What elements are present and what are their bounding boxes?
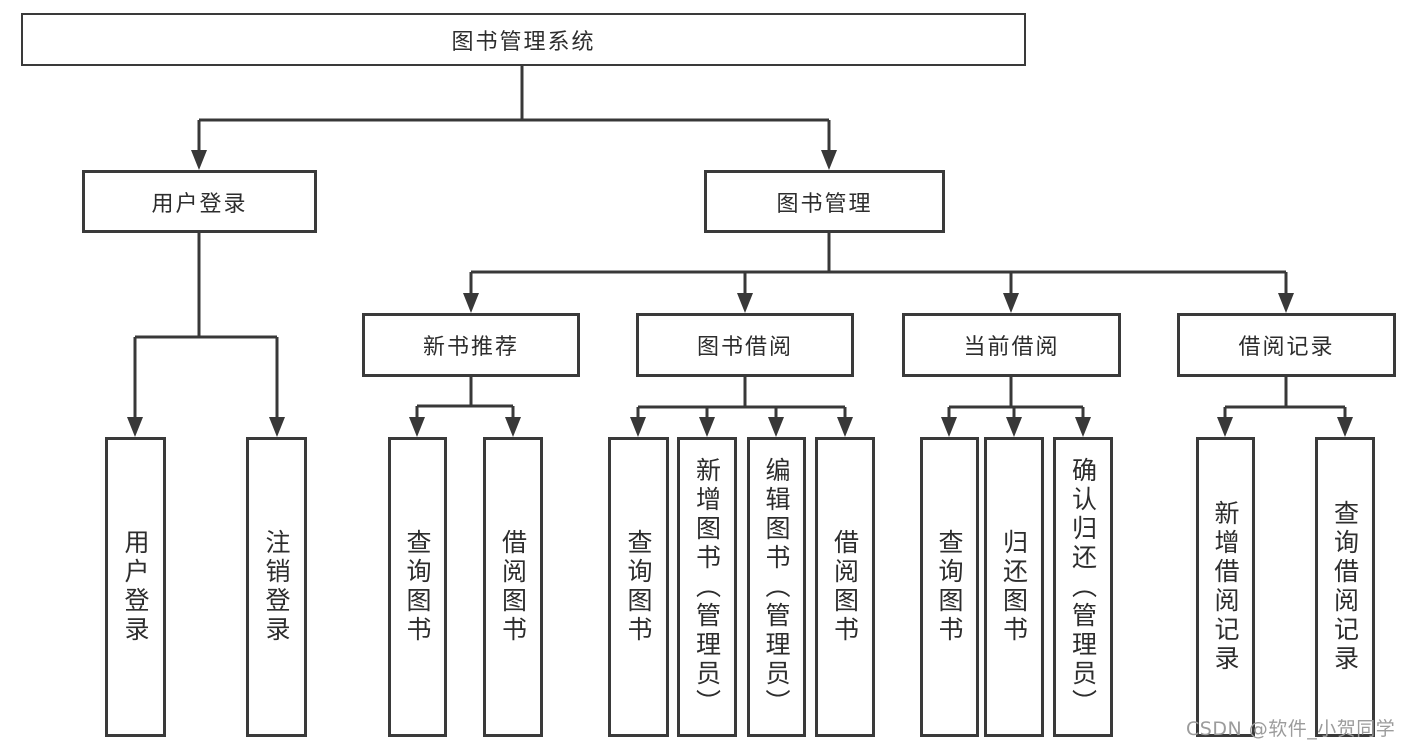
leaf-query-borrow-record-label: 查询借阅记录 <box>1330 500 1360 674</box>
leaf-borrow-books-1-label: 借阅图书 <box>498 529 528 645</box>
leaf-query-borrow-record: 查询借阅记录 <box>1315 437 1375 737</box>
leaf-confirm-return-admin-label: 确认归还（管理员） <box>1068 456 1098 718</box>
leaf-edit-books-admin: 编辑图书（管理员） <box>747 437 806 737</box>
leaf-query-books-2: 查询图书 <box>608 437 669 737</box>
leaf-add-borrow-record-label: 新增借阅记录 <box>1211 500 1240 674</box>
leaf-edit-books-admin-label: 编辑图书（管理员） <box>762 456 791 718</box>
node-borrowing-records: 借阅记录 <box>1177 313 1396 377</box>
leaf-add-books-admin: 新增图书（管理员） <box>677 437 737 737</box>
leaf-return-books-label: 归还图书 <box>999 529 1029 645</box>
csdn-watermark: CSDN @软件_小贺同学 <box>1186 718 1396 740</box>
leaf-logout-label: 注销登录 <box>262 529 291 645</box>
leaf-logout: 注销登录 <box>246 437 307 737</box>
leaf-query-books-1: 查询图书 <box>388 437 447 737</box>
leaf-query-books-2-label: 查询图书 <box>624 529 653 645</box>
node-book-management: 图书管理 <box>704 170 945 233</box>
leaf-add-books-admin-label: 新增图书（管理员） <box>692 456 722 718</box>
leaf-user-login: 用户登录 <box>105 437 166 737</box>
leaf-query-books-1-label: 查询图书 <box>403 529 432 645</box>
node-user-login: 用户登录 <box>82 170 317 233</box>
node-book-borrowing: 图书借阅 <box>636 313 854 377</box>
node-new-book-recommend: 新书推荐 <box>362 313 580 377</box>
leaf-borrow-books-2-label: 借阅图书 <box>830 529 860 645</box>
node-current-borrowing: 当前借阅 <box>902 313 1121 377</box>
leaf-user-login-label: 用户登录 <box>121 529 150 645</box>
leaf-add-borrow-record: 新增借阅记录 <box>1196 437 1255 737</box>
leaf-borrow-books-1: 借阅图书 <box>483 437 543 737</box>
leaf-return-books: 归还图书 <box>984 437 1044 737</box>
leaf-confirm-return-admin: 确认归还（管理员） <box>1053 437 1113 737</box>
node-library-system: 图书管理系统 <box>21 13 1026 66</box>
leaf-query-books-3: 查询图书 <box>920 437 979 737</box>
leaf-query-books-3-label: 查询图书 <box>935 529 964 645</box>
leaf-borrow-books-2: 借阅图书 <box>815 437 875 737</box>
connector-lines <box>133 66 1347 419</box>
arrowheads <box>127 150 1353 437</box>
